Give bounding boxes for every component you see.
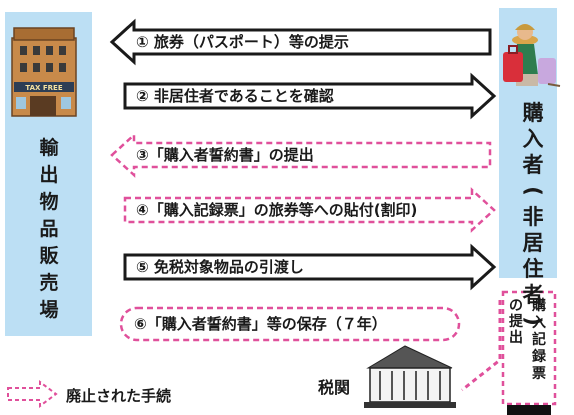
slip-char: 入 xyxy=(532,315,546,331)
legend-dashed-arrow xyxy=(7,380,58,408)
record-slip-box xyxy=(501,290,557,406)
step-1-text: ① 旅券（パスポート）等の提示 xyxy=(136,33,349,51)
buyer-label-char: 住 xyxy=(522,257,544,281)
slip-char: 記 xyxy=(532,332,546,348)
slip-char: の xyxy=(509,298,523,314)
step-arrow-3 xyxy=(110,132,492,178)
slip-char: 出 xyxy=(509,330,523,346)
step-5-text: ⑤ 免税対象物品の引渡し xyxy=(136,258,304,276)
buyer-label-char: 入 xyxy=(522,127,544,151)
customs-building-icon xyxy=(364,345,456,408)
customs-dashed-arrow xyxy=(461,300,502,392)
store-label: 輸 出 物 品 販 売 場 xyxy=(13,135,85,324)
step-arrow-5 xyxy=(123,243,497,291)
buyer-label-char: 非 xyxy=(522,205,544,229)
slip-submit-label: の 提 出 xyxy=(506,298,526,346)
customs-label: 税関 xyxy=(318,378,351,397)
buyer-label-char: 者 xyxy=(522,283,544,307)
store-label-char: 物 xyxy=(39,191,59,213)
step-3-text: ③「購入者誓約書」の提出 xyxy=(136,146,314,164)
store-label-char: 販 xyxy=(39,245,59,267)
step-arrow-1 xyxy=(109,18,492,66)
store-label-char: 出 xyxy=(39,164,59,186)
slip-char: 提 xyxy=(509,314,523,330)
store-label-char: 輸 xyxy=(39,137,59,159)
store-label-char: 品 xyxy=(39,218,59,240)
step-2-text: ② 非居住者であることを確認 xyxy=(136,87,334,105)
store-label-char: 売 xyxy=(39,272,59,294)
store-label-char: 場 xyxy=(39,299,59,321)
slip-record-label: 購 入 記 録 票 xyxy=(528,298,550,383)
record-slip-tab xyxy=(507,405,551,415)
buyer-label-char: 居 xyxy=(522,231,544,255)
step-6-text: ⑥「購入者誓約書」等の保存（７年） xyxy=(134,315,387,333)
buyer-label-char: ( xyxy=(520,186,545,196)
step-box-6 xyxy=(119,306,461,342)
buyer-label-char: 者 xyxy=(522,153,544,177)
legend-label: 廃止された手続 xyxy=(66,387,172,405)
step-arrow-4 xyxy=(123,187,496,233)
buyer-label-char: 購 xyxy=(522,101,544,125)
step-arrow-2 xyxy=(123,72,497,120)
store-building-icon xyxy=(11,27,77,117)
traveler-icon xyxy=(503,24,561,87)
tax-free-sign: TAX FREE xyxy=(25,84,62,92)
step-4-text: ④「購入記録票」の旅券等への貼付(割印) xyxy=(136,201,418,219)
buyer-label: 購 入 者 ( 非 居 住 者 ) xyxy=(503,100,563,334)
slip-char: 票 xyxy=(532,366,546,382)
slip-char: 購 xyxy=(532,298,546,314)
slip-char: 録 xyxy=(532,349,546,365)
